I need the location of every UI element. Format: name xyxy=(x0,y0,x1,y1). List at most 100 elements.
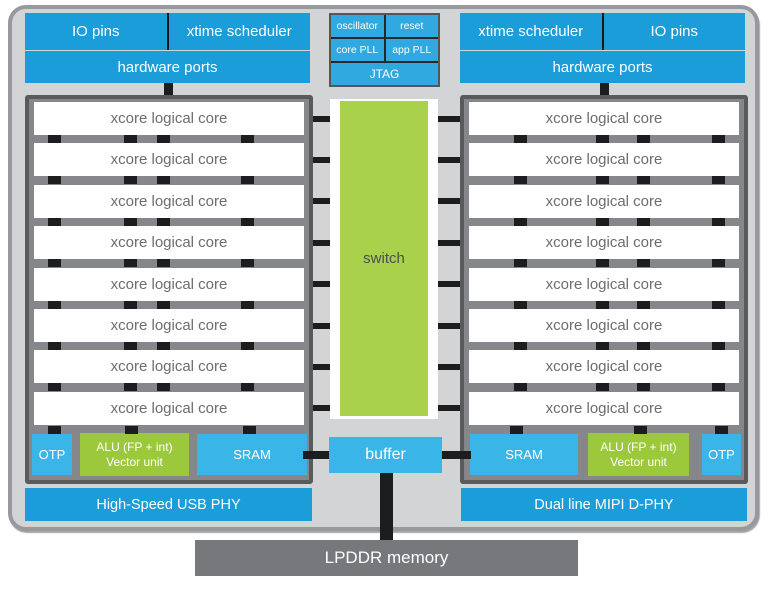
connector xyxy=(157,176,170,184)
connector xyxy=(514,135,527,143)
xcore-logical-core: xcore logical core xyxy=(34,350,304,383)
connector xyxy=(157,383,170,391)
connector xyxy=(514,342,527,350)
hardware-ports-right-block: hardware ports xyxy=(460,51,745,83)
xcore-logical-core: xcore logical core xyxy=(469,102,739,135)
connector xyxy=(241,383,254,391)
usb-phy-block: High-Speed USB PHY xyxy=(25,488,312,521)
connector xyxy=(438,240,460,246)
connector xyxy=(596,176,609,184)
connector xyxy=(313,198,330,204)
connector xyxy=(596,259,609,267)
connector xyxy=(48,342,61,350)
xcore-logical-core: xcore logical core xyxy=(469,350,739,383)
xcore-logical-core: xcore logical core xyxy=(34,143,304,176)
connector xyxy=(596,135,609,143)
connector xyxy=(596,342,609,350)
connector xyxy=(241,259,254,267)
xcore-logical-core: xcore logical core xyxy=(469,309,739,342)
connector xyxy=(124,342,137,350)
tile-left: xcore logical core xcore logical core xc… xyxy=(25,95,313,484)
app-pll-block: app PLL xyxy=(385,39,438,61)
connector xyxy=(637,176,650,184)
connector xyxy=(712,218,725,226)
connector xyxy=(712,342,725,350)
switch-block: switch xyxy=(330,99,438,419)
connector xyxy=(712,301,725,309)
connector xyxy=(48,176,61,184)
alu-vector-right-block: ALU (FP + int) Vector unit xyxy=(588,433,689,476)
connector xyxy=(637,259,650,267)
connector xyxy=(442,451,471,459)
connector xyxy=(48,135,61,143)
xcore-logical-core: xcore logical core xyxy=(34,102,304,135)
reset-block: reset xyxy=(385,15,438,37)
connector xyxy=(157,218,170,226)
connector xyxy=(514,259,527,267)
connector xyxy=(241,218,254,226)
connector xyxy=(241,135,254,143)
jtag-block: JTAG xyxy=(331,63,438,85)
connector xyxy=(241,176,254,184)
connector xyxy=(303,451,329,459)
connector xyxy=(514,301,527,309)
xcore-logical-core: xcore logical core xyxy=(34,392,304,425)
xcore-logical-core: xcore logical core xyxy=(469,185,739,218)
connector xyxy=(637,218,650,226)
connector xyxy=(637,383,650,391)
xtime-scheduler-left-block: xtime scheduler xyxy=(168,13,310,50)
connector xyxy=(438,364,460,370)
alu-label-line2: Vector unit xyxy=(106,454,163,469)
buffer-block: buffer xyxy=(329,437,442,473)
xcore-logical-core: xcore logical core xyxy=(469,268,739,301)
xcore-logical-core: xcore logical core xyxy=(34,309,304,342)
connector xyxy=(157,135,170,143)
connector xyxy=(712,176,725,184)
connector xyxy=(438,198,460,204)
connector xyxy=(157,301,170,309)
connector xyxy=(313,240,330,246)
top-left-io-row: IO pins xtime scheduler xyxy=(25,13,310,50)
connector xyxy=(157,342,170,350)
hardware-ports-left-block: hardware ports xyxy=(25,51,310,83)
connector xyxy=(164,83,173,96)
connector xyxy=(596,218,609,226)
alu-vector-left-block: ALU (FP + int) Vector unit xyxy=(80,433,189,476)
connector xyxy=(243,426,256,434)
connector xyxy=(438,405,460,411)
connector xyxy=(438,116,460,122)
connector xyxy=(438,281,460,287)
connector xyxy=(380,473,393,540)
connector xyxy=(313,116,330,122)
connector xyxy=(124,135,137,143)
connector xyxy=(438,157,460,163)
connector xyxy=(48,426,61,434)
connector xyxy=(600,83,609,96)
connector xyxy=(313,364,330,370)
connector xyxy=(596,301,609,309)
lpddr-memory-block: LPDDR memory xyxy=(195,540,578,576)
connector xyxy=(124,218,137,226)
io-pins-left-block: IO pins xyxy=(25,13,167,50)
connector xyxy=(596,383,609,391)
tile-right: xcore logical core xcore logical core xc… xyxy=(460,95,748,484)
connector xyxy=(634,426,647,434)
xcore-logical-core: xcore logical core xyxy=(469,143,739,176)
xcore-logical-core: xcore logical core xyxy=(469,226,739,259)
connector xyxy=(313,405,330,411)
alu-label-line2: Vector unit xyxy=(610,454,667,469)
core-pll-block: core PLL xyxy=(331,39,384,61)
connector xyxy=(712,135,725,143)
xcore-logical-core: xcore logical core xyxy=(34,268,304,301)
connector xyxy=(313,281,330,287)
connector xyxy=(712,259,725,267)
connector xyxy=(124,383,137,391)
connector xyxy=(48,383,61,391)
connector xyxy=(712,383,725,391)
connector xyxy=(313,157,330,163)
connector xyxy=(241,301,254,309)
otp-left-block: OTP xyxy=(32,434,72,475)
connector xyxy=(514,176,527,184)
sram-right-block: SRAM xyxy=(470,434,578,475)
